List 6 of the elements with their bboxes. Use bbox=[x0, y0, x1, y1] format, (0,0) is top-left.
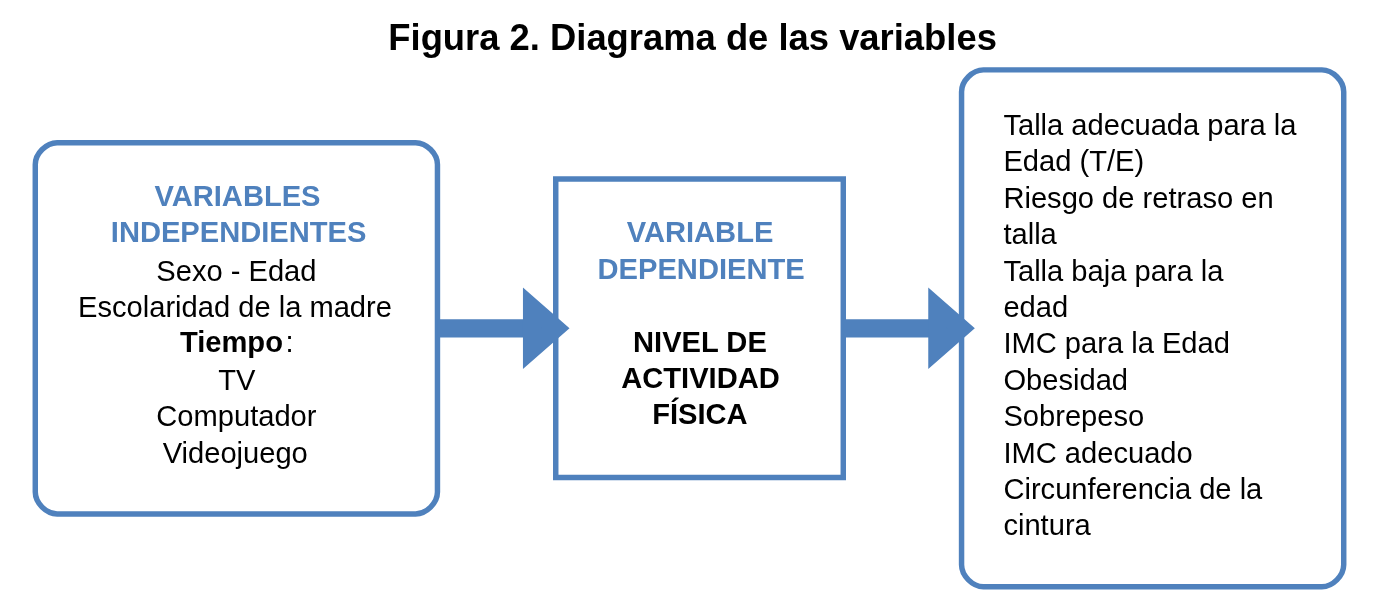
diagram-title: Figura 2. Diagrama de las variables bbox=[387, 16, 997, 58]
arrow bbox=[437, 287, 570, 370]
arrow bbox=[843, 287, 975, 370]
node-box: VARIABLES INDEPENDIENTES Sexo - Edad Escolaridad de la madre Tiempo: TV Computador Videojuego bbox=[32, 139, 440, 517]
node-box: VARIABLE DEPENDIENTE NIVEL DE ACTIVIDAD FÍSICA bbox=[552, 176, 846, 481]
node-box: Talla adecuada para la Edad (T/E) Riesgo de retraso en talla Talla baja para la edad IMC para la Edad Obesidad Sobrepeso IMC adecuado Circunferencia de la cintura bbox=[958, 67, 1346, 590]
